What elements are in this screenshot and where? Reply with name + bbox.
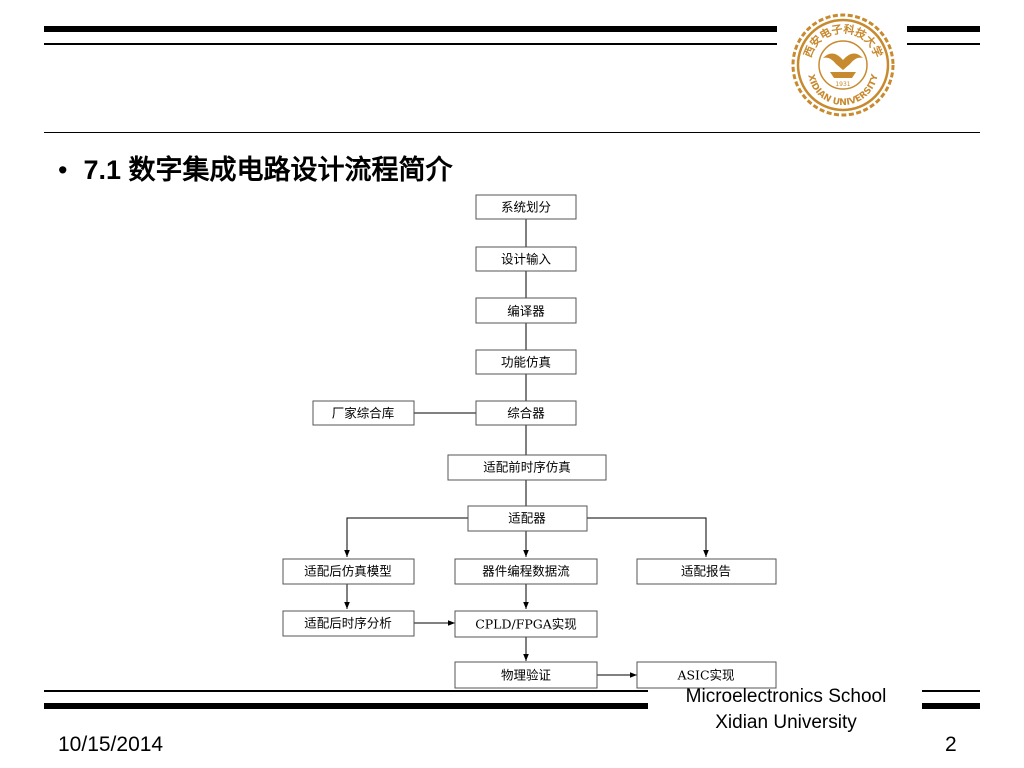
label-system-partition: 系统划分: [501, 200, 551, 215]
label-post-fit-timing: 适配后时序分析: [304, 616, 392, 631]
footer-date: 10/15/2014: [58, 733, 164, 756]
box-synthesizer: [475, 400, 577, 426]
footer-rule-thin: [44, 690, 648, 692]
heading-bullet: • 7.1 数字集成电路设计流程简介: [58, 150, 453, 190]
header-rule-thick-right: [907, 26, 980, 32]
school-line-1: Microelectronics School: [685, 686, 887, 707]
header-rule-thick: [44, 26, 777, 32]
label-post-fit-model: 适配后仿真模型: [304, 564, 392, 579]
bullet-marker: •: [58, 155, 68, 185]
box-fit-report: [636, 558, 777, 585]
box-cpld-fpga: [454, 610, 598, 638]
box-asic: [636, 661, 777, 689]
box-fitter: [467, 505, 588, 532]
label-programming-stream: 器件编程数据流: [482, 564, 570, 579]
box-post-fit-timing: [282, 610, 415, 637]
connector-fit-left: [344, 517, 468, 557]
university-seal-logo: 西安电子科技大学 XIDIAN UNIVERSITY 1931: [791, 13, 895, 117]
label-compiler: 编译器: [507, 304, 545, 319]
page-number: 2: [945, 733, 957, 756]
header-divider: [44, 132, 980, 133]
label-functional-sim: 功能仿真: [501, 355, 551, 370]
footer-rule-thin-right: [922, 690, 980, 692]
label-fitter: 适配器: [508, 511, 546, 526]
label-cpld-fpga: CPLD/FPGA实现: [475, 617, 577, 632]
label-synthesizer: 综合器: [507, 406, 545, 421]
box-design-entry: [475, 246, 577, 272]
footer-rule-thick: [44, 703, 648, 709]
label-physical-verify: 物理验证: [501, 668, 552, 683]
box-pre-fit-timing: [447, 454, 607, 481]
seal-year: 1931: [835, 81, 850, 88]
box-programming-stream: [454, 558, 598, 585]
box-system-partition: [475, 194, 577, 220]
school-name: Microelectronics School Xidian Universit…: [650, 684, 922, 736]
heading-title: 数字集成电路设计流程简介: [128, 155, 453, 185]
box-vendor-lib: [312, 400, 415, 426]
seal-emblem-icon: [823, 53, 863, 78]
label-design-entry: 设计输入: [501, 252, 552, 267]
school-line-2: Xidian University: [715, 712, 857, 733]
label-fit-report: 适配报告: [681, 564, 731, 579]
label-vendor-lib: 厂家综合库: [332, 406, 395, 421]
box-functional-sim: [475, 349, 577, 375]
header-rule-thin-right: [907, 43, 980, 45]
label-asic: ASIC实现: [676, 668, 734, 683]
box-physical-verify: [454, 661, 598, 689]
footer-rule-thick-right: [922, 703, 980, 709]
header-rule-thin: [44, 43, 777, 45]
heading-number: 7.1: [83, 155, 121, 185]
label-pre-fit-timing: 适配前时序仿真: [483, 460, 571, 475]
box-post-fit-model: [282, 558, 415, 585]
box-compiler: [475, 297, 577, 324]
connector-fit-right: [587, 517, 709, 557]
